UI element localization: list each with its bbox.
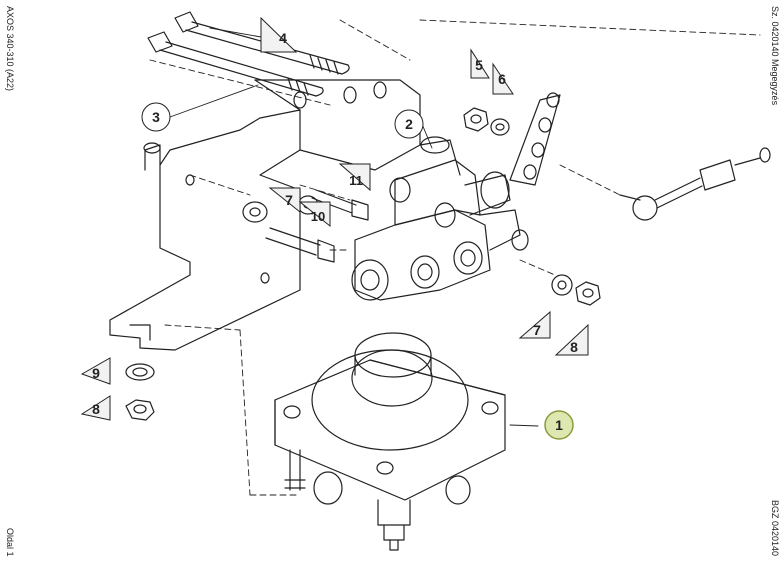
margin-text-right-bottom: BGZ 0420140 [770,500,780,557]
callout-7-lower: 7 [518,310,551,339]
callout-3: 3 [141,102,171,132]
lever-arm [509,92,561,186]
callout-8-left-label: 8 [92,401,100,417]
nut-lower-left [125,399,155,421]
callout-7-upper-label: 7 [285,192,293,208]
callout-10: 10 [298,201,331,228]
callout-4-label: 4 [279,30,287,46]
callout-8-right-label: 8 [570,339,578,355]
callout-8-right: 8 [554,323,589,356]
callout-6-label: 6 [498,71,506,87]
callout-11: 11 [338,163,371,192]
assembly-dash-lines [149,19,761,496]
margin-text-right-top: Sz. 0420140 Megegyzés [770,6,780,106]
callout-markers: 1 2 3 4 5 6 7 10 [80,16,589,440]
nut-lower-right [575,281,601,306]
bolt-10 [265,227,335,263]
callout-10-label: 10 [311,209,325,224]
callout-9-label: 9 [92,365,100,381]
callout-4: 4 [260,16,298,53]
callout-1: 1 [544,410,574,440]
linkage-rod [619,147,771,221]
bolt-11 [311,189,369,221]
washer-6 [490,118,510,136]
callout-1-label: 1 [555,417,563,433]
callout-7-lower-label: 7 [533,322,541,338]
margin-text-left-bottom: Oldal 1 [5,528,15,557]
callout-11-label: 11 [349,173,363,188]
leveling-valve [351,136,529,301]
margin-text-left-top: AXOS 340-310 (A22) [5,6,15,92]
long-bolt-lower [147,31,324,97]
callout-2: 2 [394,109,424,139]
callout-5-label: 5 [475,57,483,73]
washer-lower-right [551,274,573,296]
leader-lines [169,27,539,427]
nut-upper [463,107,489,132]
callout-8-left: 8 [80,395,111,421]
callout-5: 5 [470,48,490,79]
callout-7-upper: 7 [268,187,301,214]
callout-9: 9 [80,357,111,385]
washer-upper [242,195,319,223]
callout-6: 6 [492,62,514,95]
relay-valve [274,332,506,551]
callout-3-label: 3 [152,109,160,125]
washer-9 [125,363,155,381]
callout-2-label: 2 [405,116,413,132]
